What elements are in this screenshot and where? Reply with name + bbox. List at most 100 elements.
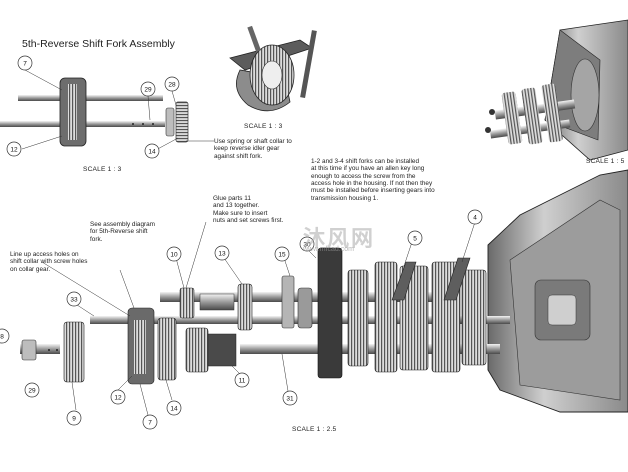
callout-number: 30	[303, 241, 311, 248]
note-line: transmission housing 1.	[311, 194, 379, 202]
callout-circle	[166, 246, 182, 262]
scale-label-main: SCALE 1 : 2.5	[292, 426, 337, 433]
callout-number: 5	[413, 235, 417, 242]
shift-rail-upper	[18, 95, 163, 101]
callout-balloon: 30	[299, 236, 315, 252]
note-line: Line up access holes on	[10, 251, 79, 258]
callout-balloon: 31	[282, 390, 298, 406]
callout-balloon: 5	[407, 230, 423, 246]
shift-fork-3-4	[443, 257, 471, 301]
reverse-idler-gear-part	[175, 101, 189, 143]
note-line-up: Line up access holes on shift collar wit…	[10, 251, 87, 273]
callout-number: 28	[168, 81, 176, 88]
callout-number: 8	[0, 333, 4, 340]
callout-number: 13	[218, 250, 226, 257]
note-line: 1-2 and 3-4 shift forks can be installed	[311, 158, 419, 165]
note-line: fork.	[90, 235, 103, 243]
callout-number: 33	[70, 296, 78, 303]
callout-balloon: 15	[274, 246, 290, 262]
callout-balloon: 9	[66, 410, 82, 426]
callout-number: 31	[286, 395, 294, 402]
callout-circle	[6, 141, 22, 157]
callout-balloon: 14	[166, 400, 182, 416]
gear-11-part	[207, 333, 237, 367]
callout-balloon: 7	[142, 414, 158, 430]
note-spring: Use spring or shaft collar to keep rever…	[214, 138, 292, 160]
callout-circle	[17, 55, 33, 71]
callout-circle	[166, 400, 182, 416]
note-forks: 1-2 and 3-4 shift forks can be installed…	[311, 158, 435, 202]
spring-part	[165, 107, 175, 137]
note-line: must be installed before inserting gears…	[311, 187, 435, 195]
scale-label-fork: SCALE 1 : 3	[83, 166, 122, 173]
note-line: nuts and set screws first.	[213, 217, 284, 225]
callout-circle	[66, 410, 82, 426]
gear-9-part	[63, 321, 85, 383]
watermark-logo: 沐风网	[303, 227, 376, 252]
note-see-diagram: See assembly diagram for 5th-Reverse shi…	[90, 221, 155, 243]
note-line: against shift fork.	[214, 152, 263, 160]
callout-circle	[274, 246, 290, 262]
callout-number: 9	[72, 415, 76, 422]
callout-number: 4	[473, 214, 477, 221]
note-line: Make sure to insert	[213, 209, 268, 217]
callout-circle	[282, 390, 298, 406]
callout-number: 14	[148, 148, 156, 155]
scale-label-iso: SCALE 1 : 3	[244, 123, 283, 130]
note-line: access hole in the housing. If not then …	[311, 180, 433, 188]
callout-circle	[110, 389, 126, 405]
note-line: See assembly diagram	[90, 221, 156, 228]
note-line: enough to access the screw from the	[311, 172, 416, 180]
fork-isometric-view	[229, 25, 317, 112]
callout-circle	[24, 382, 40, 398]
callout-circle	[144, 143, 160, 159]
shift-fork-1-2	[391, 261, 417, 301]
callout-balloon: 13	[214, 245, 230, 261]
callout-number: 7	[23, 60, 27, 67]
callout-circle	[66, 291, 82, 307]
watermark-url: www.mfcad.com	[303, 246, 354, 253]
gear-stack-d	[461, 269, 487, 366]
callout-number: 15	[278, 251, 286, 258]
callout-number: 10	[170, 251, 178, 258]
note-line: and 13 together.	[213, 202, 260, 210]
callout-balloon: 29	[24, 382, 40, 398]
callout-number: 29	[144, 86, 152, 93]
callout-circle	[299, 236, 315, 252]
fork-collar-part	[68, 84, 77, 140]
callout-balloon: 8	[0, 328, 10, 344]
callout-balloon: 11	[234, 372, 250, 388]
callout-balloon: 12	[6, 141, 22, 157]
callout-circle	[214, 245, 230, 261]
callout-number: 12	[10, 146, 18, 153]
spacer-part	[199, 293, 235, 311]
callout-number: 7	[148, 419, 152, 426]
callout-balloon: 12	[110, 389, 126, 405]
countershaft	[240, 344, 500, 354]
callout-balloon: 4	[467, 209, 483, 225]
callout-circle	[142, 414, 158, 430]
callout-circle	[164, 76, 180, 92]
note-glue: Glue parts 11 and 13 together. Make sure…	[213, 195, 283, 224]
callout-number: 11	[239, 377, 246, 384]
callout-balloon: 14	[144, 143, 160, 159]
gear-14-part	[157, 317, 177, 381]
note-line: Glue parts 11	[213, 195, 251, 202]
note-line: for 5th-Reverse shift	[90, 228, 148, 236]
gear-stack-a	[374, 261, 398, 373]
callout-circle	[467, 209, 483, 225]
drawing-title: 5th-Reverse Shift Fork Assembly	[22, 38, 175, 50]
note-line: at this time if you have an allen key lo…	[311, 165, 425, 173]
callout-balloon: 7	[17, 55, 33, 71]
callout-circle	[234, 372, 250, 388]
callout-balloon: 33	[66, 291, 82, 307]
scale-label-housing: SCALE 1 : 5	[586, 158, 625, 165]
note-line: on collar gear.	[10, 265, 51, 273]
large-gear-part	[317, 247, 343, 379]
transmission-isometric-view	[485, 19, 628, 161]
callout-number: 12	[114, 394, 122, 401]
callout-circle	[0, 328, 10, 344]
callout-circle	[140, 81, 156, 97]
